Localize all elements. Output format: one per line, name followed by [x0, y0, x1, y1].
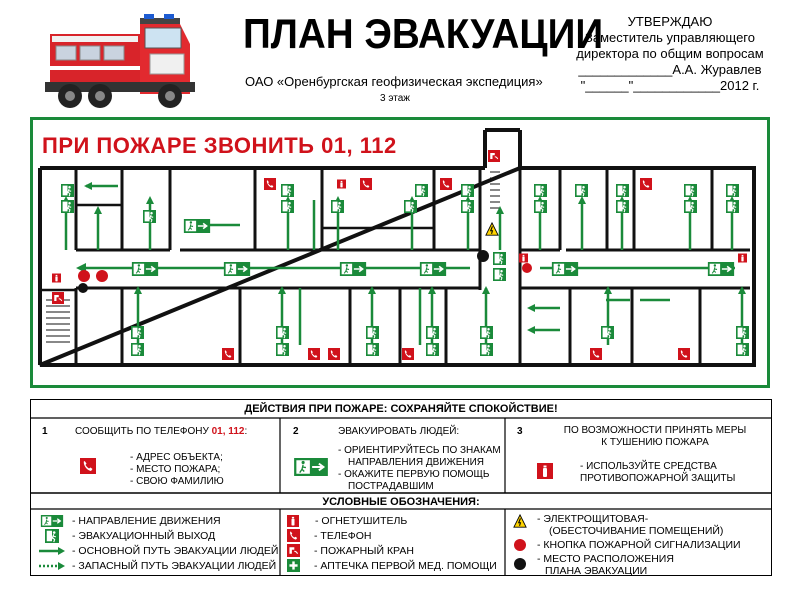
step-2-number: 2: [293, 426, 299, 437]
approve-title: УТВЕРЖДАЮ: [627, 14, 713, 29]
step-2-line: - ОКАЖИТЕ ПЕРВУЮ ПОМОЩЬ: [338, 469, 490, 480]
approve-date: "______"____________2012 г.: [580, 78, 760, 93]
first-aid-icon: [287, 558, 300, 572]
actions-header: ДЕЙСТВИЯ ПРИ ПОЖАРЕ: СОХРАНЯЙТЕ СПОКОЙСТ…: [244, 403, 558, 415]
legend-item: - КНОПКА ПОЖАРНОЙ СИГНАЛИЗАЦИИ: [513, 538, 741, 552]
approve-signature: _____________А.А. Журавлев: [578, 62, 762, 77]
organization-name: ОАО «Оренбургская геофизическая экспедиц…: [245, 74, 543, 89]
legend-item: - ЗАПАСНЫЙ ПУТЬ ЭВАКУАЦИИ ЛЮДЕЙ: [38, 558, 278, 573]
legend-column-2: - ОГНЕТУШИТЕЛЬ - ТЕЛЕФОН - ПОЖАРНЫЙ КРАН…: [287, 513, 497, 573]
step-2-details: - ОРИЕНТИРУЙТЕСЬ ПО ЗНАКАМ НАПРАВЛЕНИЯ Д…: [338, 445, 501, 493]
step-3-line: ПРОТИВОПОЖАРНОЙ ЗАЩИТЫ: [580, 473, 736, 484]
floor-plan-frame: [30, 117, 770, 388]
plan-location-icon: [514, 558, 526, 570]
exit-signs: [61, 184, 749, 356]
electric-panel-marker: [485, 222, 499, 236]
step-3-title-line: К ТУШЕНИЮ ПОЖАРА: [601, 437, 709, 448]
step-1-phone-icon: [80, 458, 96, 474]
approve-position-2: директора по общим вопросам: [576, 46, 764, 61]
step-1-line: - МЕСТО ПОЖАРА;: [130, 464, 221, 475]
emergency-call-text: ПРИ ПОЖАРЕ ЗВОНИТЬ 01, 112: [42, 133, 397, 158]
legend-label: - ЗАПАСНЫЙ ПУТЬ ЭВАКУАЦИИ ЛЮДЕЙ: [72, 559, 277, 572]
legend-item: - ОГНЕТУШИТЕЛЬ: [287, 513, 497, 528]
step-1-line: - АДРЕС ОБЪЕКТА;: [130, 452, 223, 463]
electrical-panel-icon: [513, 514, 527, 528]
legend-label-group: - МЕСТО РАСПОЛОЖЕНИЯ ПЛАНА ЭВАКУАЦИИ: [537, 553, 674, 577]
dotted-arrow-right-icon: [39, 561, 65, 570]
exit-direction-icon: [38, 515, 66, 527]
step-3-line: - ИСПОЛЬЗУЙТЕ СРЕДСТВА: [580, 461, 717, 472]
step-1-title: СООБЩИТЬ ПО ТЕЛЕФОНУ 01, 112:: [75, 426, 248, 437]
floor-label: 3 этаж: [380, 93, 410, 104]
legend-item: - ОСНОВНОЙ ПУТЬ ЭВАКУАЦИИ ЛЮДЕЙ: [38, 543, 278, 558]
legend-item: - ЭВАКУАЦИОННЫЙ ВЫХОД: [38, 528, 278, 543]
legend-label-group: - ЭЛЕКТРОЩИТОВАЯ- (ОБЕСТОЧИВАНИЕ ПОМЕЩЕН…: [537, 513, 723, 537]
step-1-details: - АДРЕС ОБЪЕКТА; - МЕСТО ПОЖАРА; - СВОЮ …: [130, 452, 224, 488]
actions-header-row: ДЕЙСТВИЯ ПРИ ПОЖАРЕ: СОХРАНЯЙТЕ СПОКОЙСТ…: [31, 403, 771, 415]
legend-label: - ТЕЛЕФОН: [314, 529, 372, 542]
legend-item: - МЕСТО РАСПОЛОЖЕНИЯ ПЛАНА ЭВАКУАЦИИ: [513, 553, 741, 577]
step-1-line: - СВОЮ ФАМИЛИЮ: [130, 476, 224, 487]
step-3-title-line: ПО ВОЗМОЖНОСТИ ПРИНЯТЬ МЕРЫ: [563, 425, 747, 436]
step-2-line: ПОСТРАДАВШИМ: [348, 481, 434, 492]
panel-dividers: [30, 417, 772, 576]
legend-label: - ОСНОВНОЙ ПУТЬ ЭВАКУАЦИИ ЛЮДЕЙ: [72, 544, 279, 557]
legend-item: - ТЕЛЕФОН: [287, 528, 497, 543]
legend-item: - ПОЖАРНЫЙ КРАН: [287, 543, 497, 558]
alarm-markers: [78, 250, 532, 293]
emergency-exit-icon: [45, 528, 59, 543]
phone-icon: [287, 528, 300, 542]
instructions-panel: [30, 399, 772, 576]
step-1-number: 1: [42, 426, 48, 437]
legend-label: - КНОПКА ПОЖАРНОЙ СИГНАЛИЗАЦИИ: [537, 539, 741, 551]
step-3-details: - ИСПОЛЬЗУЙТЕ СРЕДСТВА ПРОТИВОПОЖАРНОЙ З…: [580, 461, 735, 485]
step-3-extinguisher-icon: [537, 463, 553, 479]
fire-truck-illustration: [45, 14, 195, 108]
legend-column-1: - НАПРАВЛЕНИЕ ДВИЖЕНИЯ - ЭВАКУАЦИОННЫЙ В…: [38, 513, 278, 573]
step-2-title: ЭВАКУИРОВАТЬ ЛЮДЕЙ:: [338, 426, 460, 437]
legend-header-row: УСЛОВНЫЕ ОБОЗНАЧЕНИЯ:: [31, 496, 771, 508]
legend-item: - НАПРАВЛЕНИЕ ДВИЖЕНИЯ: [38, 513, 278, 528]
step-2-line: НАПРАВЛЕНИЯ ДВИЖЕНИЯ: [348, 457, 485, 468]
approval-block: УТВЕРЖДАЮ Заместитель управляющего дирек…: [565, 14, 775, 94]
legend-item: - ЭЛЕКТРОЩИТОВАЯ- (ОБЕСТОЧИВАНИЕ ПОМЕЩЕН…: [513, 513, 741, 537]
legend-label: (ОБЕСТОЧИВАНИЕ ПОМЕЩЕНИЙ): [549, 525, 724, 537]
page-title: ПЛАН ЭВАКУАЦИИ: [243, 10, 604, 57]
step-3-number: 3: [517, 426, 523, 437]
floor-plan: [38, 128, 756, 367]
fire-hydrant-icon: [287, 543, 300, 557]
approve-position-1: Заместитель управляющего: [585, 30, 755, 45]
fire-extinguisher-icon: [287, 514, 299, 527]
legend-label: ПЛАНА ЭВАКУАЦИИ: [545, 565, 648, 577]
legend-label: - МЕСТО РАСПОЛОЖЕНИЯ: [537, 553, 674, 565]
walls: [38, 128, 756, 367]
legend-label: - ЭВАКУАЦИОННЫЙ ВЫХОД: [72, 529, 216, 542]
legend-item: - АПТЕЧКА ПЕРВОЙ МЕД. ПОМОЩИ: [287, 558, 497, 573]
legend-label: - ПОЖАРНЫЙ КРАН: [314, 544, 414, 557]
step-2-exit-direction-icon: [292, 458, 330, 476]
legend-header: УСЛОВНЫЕ ОБОЗНАЧЕНИЯ:: [322, 496, 480, 508]
fire-alarm-button-icon: [514, 539, 526, 551]
legend-label: - АПТЕЧКА ПЕРВОЙ МЕД. ПОМОЩИ: [314, 559, 497, 572]
legend-label: - ЭЛЕКТРОЩИТОВАЯ-: [537, 513, 649, 525]
legend-label: - НАПРАВЛЕНИЕ ДВИЖЕНИЯ: [72, 514, 221, 527]
step-2-line: - ОРИЕНТИРУЙТЕСЬ ПО ЗНАКАМ: [338, 445, 501, 456]
legend-label: - ОГНЕТУШИТЕЛЬ: [315, 514, 408, 527]
legend-column-3: - ЭЛЕКТРОЩИТОВАЯ- (ОБЕСТОЧИВАНИЕ ПОМЕЩЕН…: [513, 513, 741, 577]
step-3-title: ПО ВОЗМОЖНОСТИ ПРИНЯТЬ МЕРЫ К ТУШЕНИЮ ПО…: [540, 425, 770, 449]
arrow-right-icon: [39, 546, 65, 555]
